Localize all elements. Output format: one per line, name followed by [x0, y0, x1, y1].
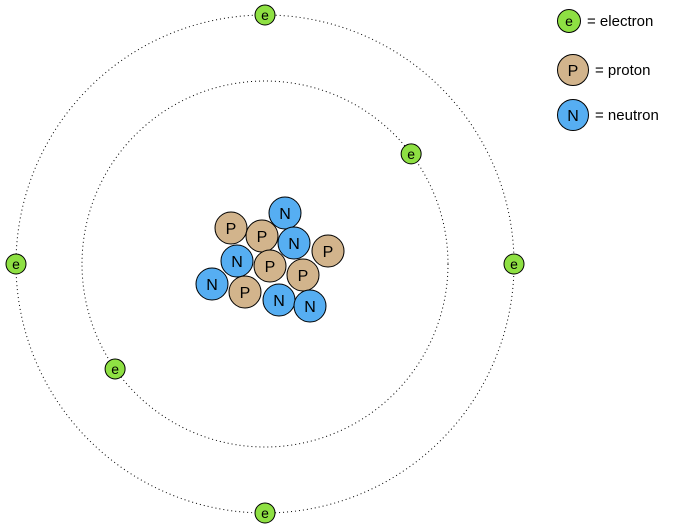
legend-item-proton: P = proton [556, 54, 651, 86]
proton-legend-glyph: P [557, 54, 589, 86]
svg-text:P: P [568, 63, 579, 80]
electron-shell-1 [81, 80, 449, 448]
proton-particle: P [228, 275, 262, 309]
svg-text:N: N [273, 293, 285, 310]
proton-particle: P [245, 219, 279, 253]
svg-text:N: N [304, 299, 316, 316]
svg-text:N: N [206, 277, 218, 294]
electron-legend-glyph: e [557, 9, 581, 33]
electron-icon: e [557, 9, 581, 33]
electron-particle: e [104, 358, 126, 380]
legend-label-proton: = proton [595, 61, 651, 79]
neutron-particle: N [220, 244, 254, 278]
legend-label-electron: = electron [587, 12, 654, 30]
svg-text:e: e [261, 7, 269, 23]
proton-particle: P [214, 211, 248, 245]
svg-text:e: e [261, 505, 269, 521]
legend-item-electron: e = electron [556, 7, 653, 35]
neutron-particle: N [277, 226, 311, 260]
svg-text:P: P [298, 268, 309, 285]
svg-text:e: e [407, 146, 415, 162]
proton-particle: P [286, 258, 320, 292]
neutron-particle: N [268, 196, 302, 230]
neutron-particle: N [262, 283, 296, 317]
svg-text:N: N [231, 254, 243, 271]
electron-particle: e [400, 143, 422, 165]
legend-label-neutron: = neutron [595, 106, 659, 124]
svg-text:P: P [323, 244, 334, 261]
svg-text:P: P [240, 285, 251, 302]
proton-icon: P [557, 54, 589, 86]
neutron-particle: N [195, 267, 229, 301]
neutron-icon: N [557, 99, 589, 131]
electron-particle: e [254, 502, 276, 524]
electron-particle: e [5, 253, 27, 275]
neutron-legend-glyph: N [557, 99, 589, 131]
svg-text:e: e [510, 256, 518, 272]
svg-text:P: P [226, 221, 237, 238]
svg-text:e: e [12, 256, 20, 272]
neutron-particle: N [293, 289, 327, 323]
proton-particle: P [311, 234, 345, 268]
svg-text:P: P [257, 229, 268, 246]
svg-text:e: e [111, 361, 119, 377]
electron-particle: e [254, 4, 276, 26]
svg-text:e: e [565, 13, 573, 29]
svg-text:P: P [265, 259, 276, 276]
svg-text:N: N [288, 236, 300, 253]
svg-text:N: N [279, 206, 291, 223]
electrons: e e e e e e [5, 4, 525, 524]
electron-particle: e [503, 253, 525, 275]
svg-text:N: N [567, 108, 579, 125]
legend-item-neutron: N = neutron [556, 99, 659, 131]
proton-particle: P [253, 249, 287, 283]
